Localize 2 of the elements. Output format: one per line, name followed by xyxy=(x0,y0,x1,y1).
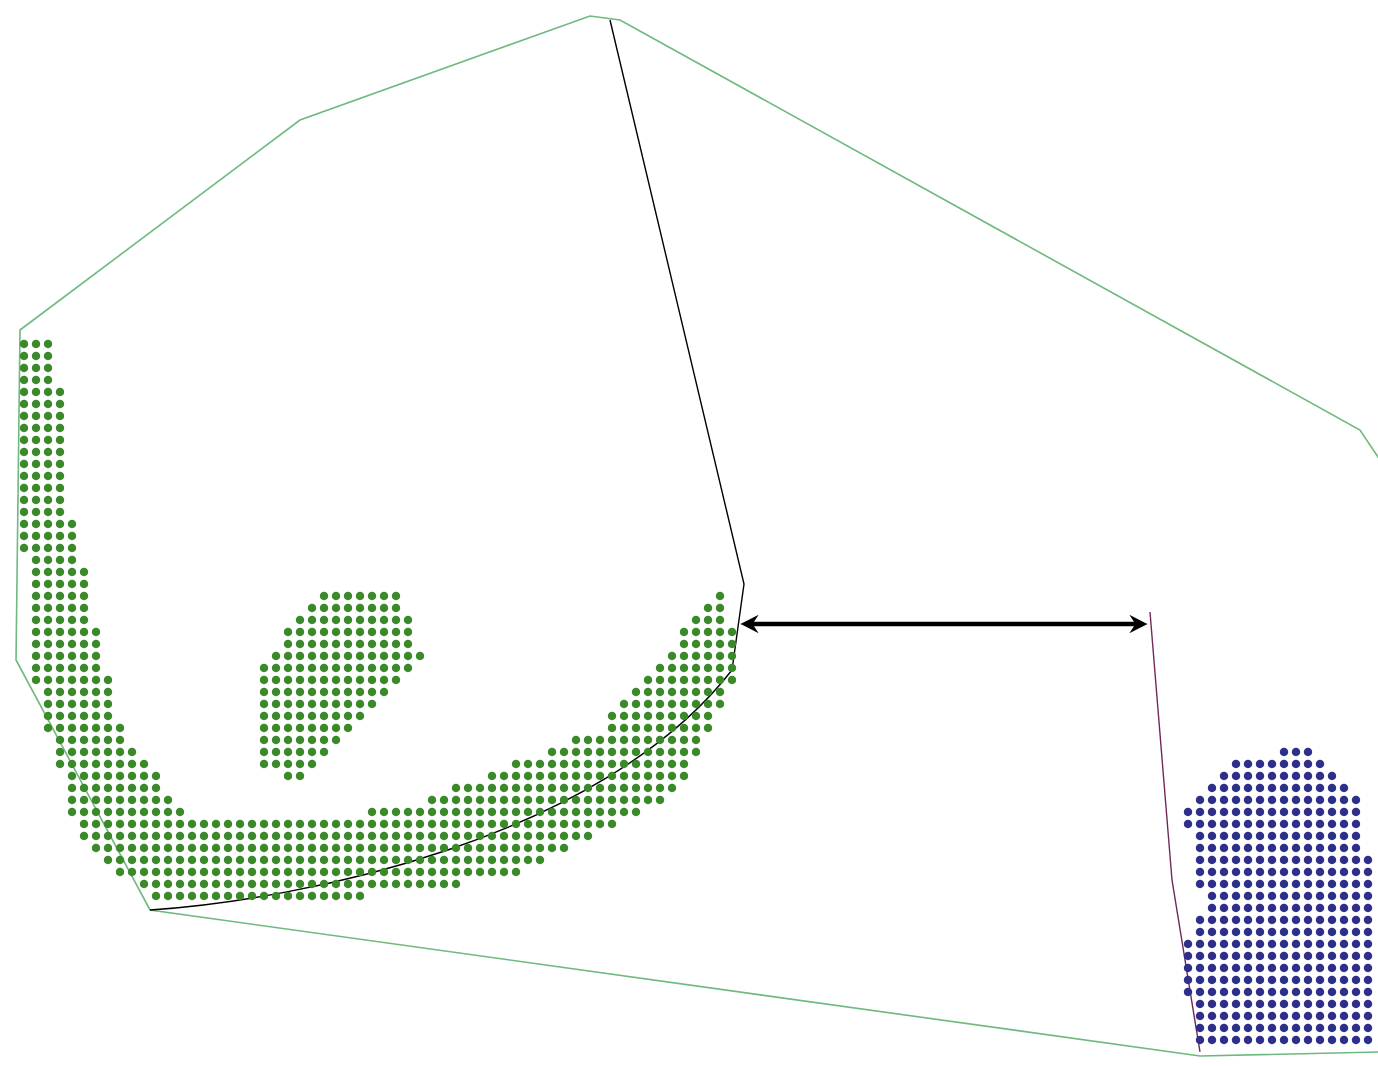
point-cluster xyxy=(19,339,737,901)
point-cluster xyxy=(1149,611,1373,1053)
